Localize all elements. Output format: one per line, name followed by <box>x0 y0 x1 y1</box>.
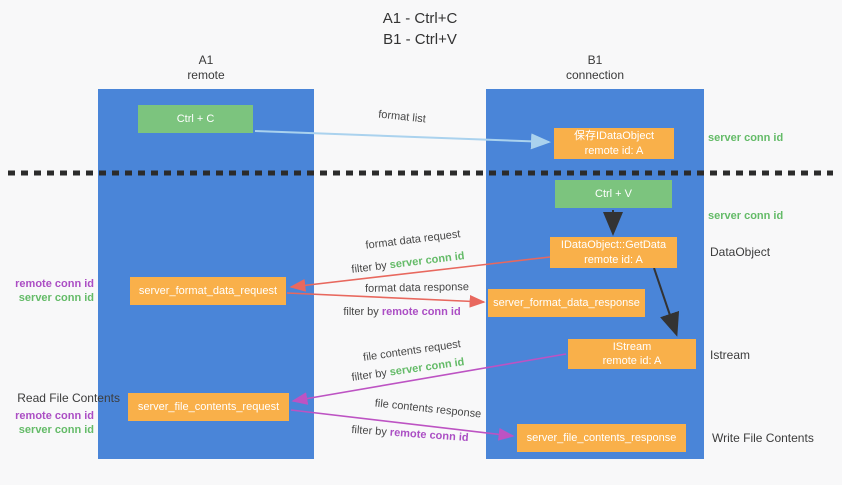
annotation-server-conn-id-bottom-left: server conn id <box>18 424 94 436</box>
label-format-data-response-filter: filter by remote conn id <box>343 306 460 318</box>
label-file-contents-response-filter: filter by remote conn id <box>351 424 469 444</box>
ctrl-v-label: Ctrl + V <box>595 187 632 200</box>
node-istream: IStream remote id: A <box>568 339 696 369</box>
save-idataobject-line2: remote id: A <box>584 144 644 157</box>
lane-b1-name: B1 <box>587 53 603 67</box>
label-file-contents-response: file contents response <box>374 397 482 421</box>
lane-header-b1: B1 connection <box>486 53 704 83</box>
annotation-istream: Istream <box>710 348 751 362</box>
title-line-1: A1 - Ctrl+C <box>382 10 458 27</box>
annotation-server-conn-id-top-left: server conn id <box>18 292 94 304</box>
node-save-idataobject: 保存IDataObject remote id: A <box>554 128 674 159</box>
lane-header-a1: A1 remote <box>98 53 314 83</box>
remote-conn-id-key: remote conn id <box>381 306 461 318</box>
label-format-data-request-filter: filter by server conn id <box>351 250 465 276</box>
node-ctrl-v: Ctrl + V <box>555 180 672 208</box>
istream-line1: IStream <box>612 340 652 353</box>
node-server-format-data-response: server_format_data_response <box>488 289 645 317</box>
annotation-read-file-contents: Read File Contents <box>17 391 120 405</box>
annotation-write-file-contents: Write File Contents <box>712 431 814 445</box>
getdata-line1: IDataObject::GetData <box>560 239 667 252</box>
filter-by-text: filter by <box>343 306 382 318</box>
remote-conn-id-key: remote conn id <box>389 426 469 445</box>
filter-by-text: filter by <box>350 366 391 384</box>
label-format-data-request: format data request <box>364 228 462 252</box>
server-conn-id-key: server conn id <box>389 250 466 272</box>
istream-line2: remote id: A <box>602 355 662 367</box>
node-idataobject-getdata: IDataObject::GetData remote id: A <box>550 237 677 268</box>
server-conn-id-key: server conn id <box>388 356 466 379</box>
lane-a1-role: remote <box>187 68 225 82</box>
lane-b1-role: connection <box>565 68 625 82</box>
annotation-remote-conn-id-top-left: remote conn id <box>15 278 94 290</box>
file-request-label: server_file_contents_request <box>137 400 280 413</box>
format-request-label: server_format_data_request <box>138 284 278 297</box>
title-line-2: B1 - Ctrl+V <box>383 31 457 48</box>
node-server-file-contents-request: server_file_contents_request <box>128 393 289 421</box>
lane-a1-name: A1 <box>198 53 214 67</box>
annotation-remote-conn-id-bottom-left: remote conn id <box>15 410 94 422</box>
file-response-label: server_file_contents_response <box>526 431 677 444</box>
ctrl-c-label: Ctrl + C <box>176 112 215 125</box>
annotation-server-conn-id-mid-right: server conn id <box>708 210 784 222</box>
filter-by-text: filter by <box>350 259 391 276</box>
save-idataobject-line1: 保存IDataObject <box>573 130 655 143</box>
annotation-server-conn-id-top-right: server conn id <box>708 132 784 144</box>
annotation-dataobject: DataObject <box>710 245 771 259</box>
label-format-data-response: format data response <box>364 281 470 295</box>
node-ctrl-c: Ctrl + C <box>138 105 253 133</box>
filter-by-text: filter by <box>351 423 391 439</box>
node-server-format-data-request: server_format_data_request <box>130 277 286 305</box>
format-response-label: server_format_data_response <box>493 296 640 309</box>
node-server-file-contents-response: server_file_contents_response <box>517 424 686 452</box>
label-format-list: format list <box>377 108 427 126</box>
getdata-line2: remote id: A <box>584 253 643 266</box>
diagram-title: A1 - Ctrl+C B1 - Ctrl+V <box>300 8 540 50</box>
